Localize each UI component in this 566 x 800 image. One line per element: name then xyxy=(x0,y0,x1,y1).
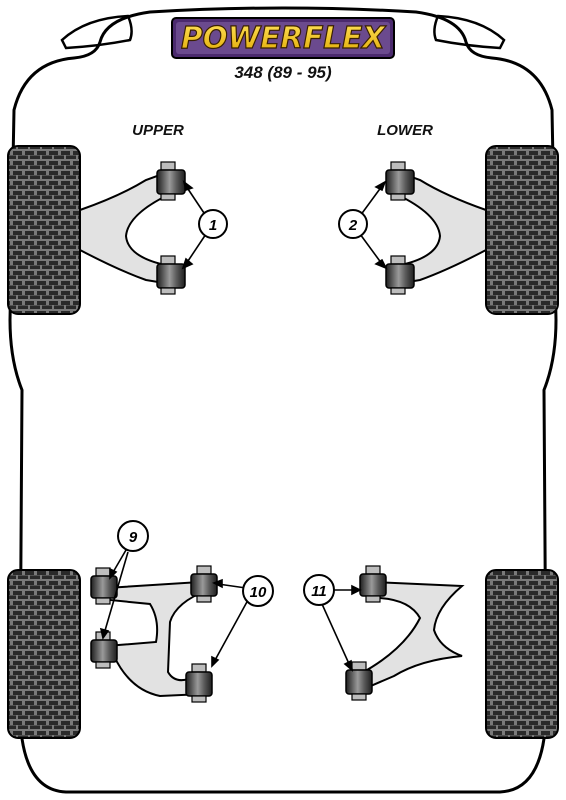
rear-right-arm xyxy=(358,580,465,690)
leader-lines xyxy=(99,180,388,672)
callout-1: 1 xyxy=(198,209,228,239)
bush-rear-right-11-bottom xyxy=(345,661,373,701)
bush-rear-left-10-bottom xyxy=(185,663,213,703)
callout-10-label: 10 xyxy=(250,584,267,601)
front-right-tyre xyxy=(485,145,559,315)
callout-2-label: 2 xyxy=(348,217,358,234)
powerflex-logo: POWERFLEX xyxy=(171,17,395,59)
right-mirror xyxy=(433,14,506,50)
front-lower-wishbone xyxy=(394,170,487,286)
callout-11-label: 11 xyxy=(311,583,327,600)
bush-front-lower-top xyxy=(385,161,415,201)
upper-label: UPPER xyxy=(132,122,184,139)
front-left-tyre xyxy=(7,145,81,315)
rear-right-tyre xyxy=(485,569,559,739)
rear-left-arm xyxy=(104,580,210,698)
callout-2: 2 xyxy=(338,209,368,239)
lower-label: LOWER xyxy=(377,122,433,139)
callout-10: 10 xyxy=(242,575,274,607)
callout-9: 9 xyxy=(117,520,149,552)
left-mirror xyxy=(60,14,133,50)
car-body-outline xyxy=(8,6,558,794)
callout-1-label: 1 xyxy=(209,217,217,234)
bush-rear-right-11-top xyxy=(359,565,387,603)
bush-rear-left-10-top xyxy=(190,565,218,603)
rear-left-tyre xyxy=(7,569,81,739)
bush-front-upper-top xyxy=(156,161,186,201)
bush-front-upper-bottom xyxy=(156,255,186,295)
model-label: 348 (89 - 95) xyxy=(234,63,332,82)
logo-text: POWERFLEX xyxy=(181,21,387,56)
callout-11: 11 xyxy=(303,574,335,606)
front-upper-wishbone xyxy=(79,170,172,286)
callout-9-label: 9 xyxy=(129,529,138,546)
bush-front-lower-bottom xyxy=(385,255,415,295)
